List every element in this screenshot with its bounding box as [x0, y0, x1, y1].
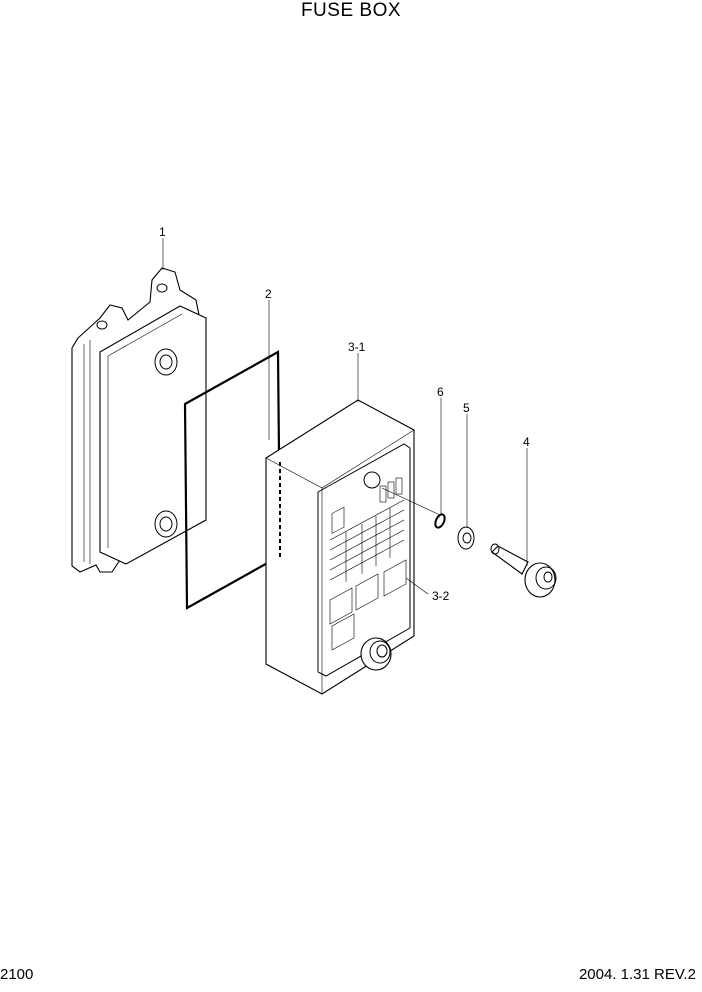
callout-4: 4: [523, 435, 530, 449]
callout-6: 6: [437, 385, 444, 399]
leader-lines: [162, 238, 528, 595]
part-1-cover: [71, 267, 207, 573]
part-3-1-fuse-box-body: [265, 399, 415, 695]
callout-5: 5: [463, 401, 470, 415]
callout-1: 1: [159, 225, 166, 239]
bottom-knob: [360, 637, 392, 671]
page-title: FUSE BOX: [300, 0, 402, 21]
part-5-washer: [457, 526, 475, 550]
callout-2: 2: [265, 287, 272, 301]
fuse-grid: [329, 499, 405, 582]
callout-3-2: 3-2: [432, 589, 450, 603]
callout-3-1: 3-1: [348, 340, 366, 354]
revision-date: 2004. 1.31 REV.2: [578, 966, 696, 983]
part-6-o-ring: [434, 513, 446, 529]
page-number: 2100: [0, 966, 34, 983]
part-4-knob-screw: [490, 543, 557, 598]
